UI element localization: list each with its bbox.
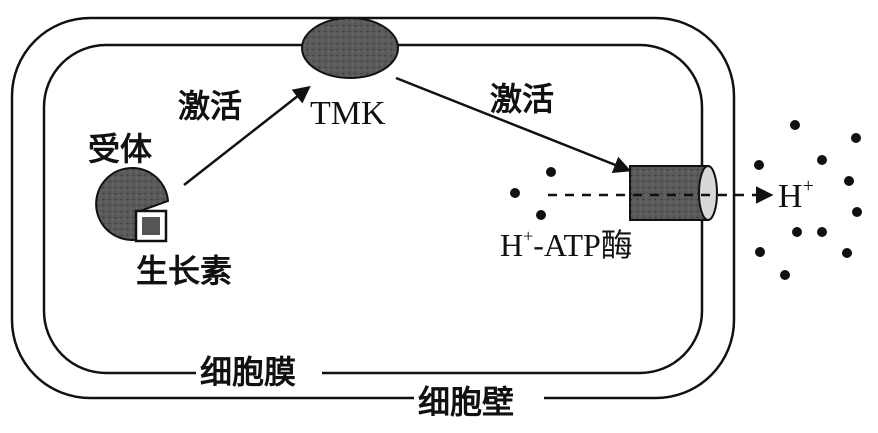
activate-label-2: 激活 [490, 80, 554, 118]
tmk-protein [301, 17, 399, 79]
h-ions-inside [510, 167, 556, 220]
tmk-label: TMK [310, 95, 386, 132]
cell-wall-outline [10, 16, 736, 400]
receptor-label: 受体 [88, 130, 152, 168]
h-atpase-channel [629, 165, 718, 221]
h-ion-label: H+ [778, 175, 814, 215]
cell-membrane-label: 细胞膜 [200, 353, 296, 391]
h-atpase-label: H+-ATP酶 [500, 226, 633, 263]
cell-wall-label: 细胞壁 [418, 383, 514, 421]
svg-text:H+-ATP酶: H+-ATP酶 [500, 226, 633, 263]
auxin-label: 生长素 [136, 252, 232, 290]
wall-label-gap [414, 380, 544, 424]
h-ions-outside [754, 120, 862, 280]
activate-label-1: 激活 [178, 87, 242, 125]
auxin-molecule-core [142, 217, 160, 235]
h-ion-superscript: + [803, 175, 814, 197]
h-atpase-suffix: -ATP酶 [533, 227, 633, 263]
h-ion-text: H [778, 178, 803, 215]
h-atpase-prefix: H [500, 227, 523, 263]
arrow-receptor-to-tmk [183, 85, 311, 186]
h-atpase-superscript: + [523, 226, 533, 246]
membrane-label-gap [196, 350, 322, 394]
arrow-tmk-to-atpase [395, 76, 632, 173]
svg-text:H+: H+ [778, 175, 814, 215]
